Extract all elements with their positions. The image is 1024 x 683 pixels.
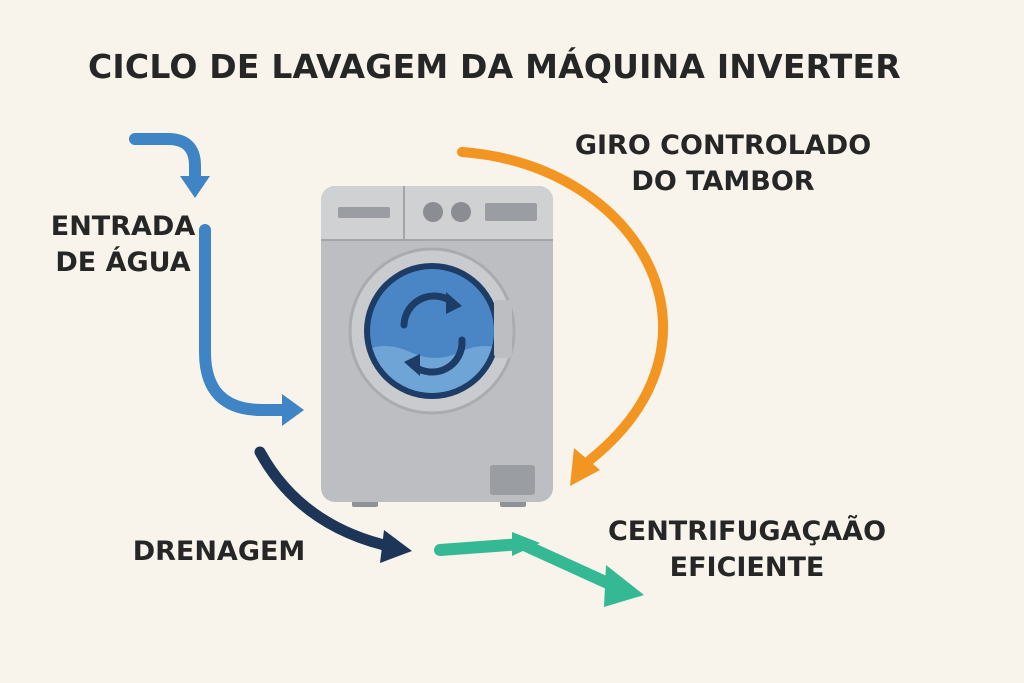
water-inlet-step: ENTRADA DE ÁGUA	[51, 133, 304, 426]
drainage-step: DRENAGEM	[133, 446, 412, 567]
water-inlet-label: ENTRADA	[51, 211, 196, 242]
water-inlet-label-line2: DE ÁGUA	[55, 246, 190, 278]
drainage-arrow-icon	[254, 446, 412, 563]
drum-rotation-step: GIRO CONTROLADO DO TAMBOR	[457, 130, 871, 486]
diagram-title: CICLO DE LAVAGEM DA MÁQUINA INVERTER	[88, 46, 901, 86]
water-inlet-arrow-icon	[129, 133, 304, 426]
drum-rotation-curved-arrow-icon	[457, 147, 669, 486]
spin-label: CENTRIFUGAÇAÃO	[608, 515, 886, 547]
spin-label-line2: EFICIENTE	[670, 552, 825, 583]
spin-arrow-icon	[434, 532, 644, 607]
drum-rotation-label-line2: DO TAMBOR	[631, 166, 814, 197]
drainage-label: DRENAGEM	[133, 536, 306, 567]
washing-machine-icon	[321, 186, 553, 507]
spin-step: CENTRIFUGAÇAÃO EFICIENTE	[434, 515, 886, 607]
drum-rotation-label: GIRO CONTROLADO	[575, 130, 871, 161]
rotation-arrows-icon	[400, 292, 466, 376]
